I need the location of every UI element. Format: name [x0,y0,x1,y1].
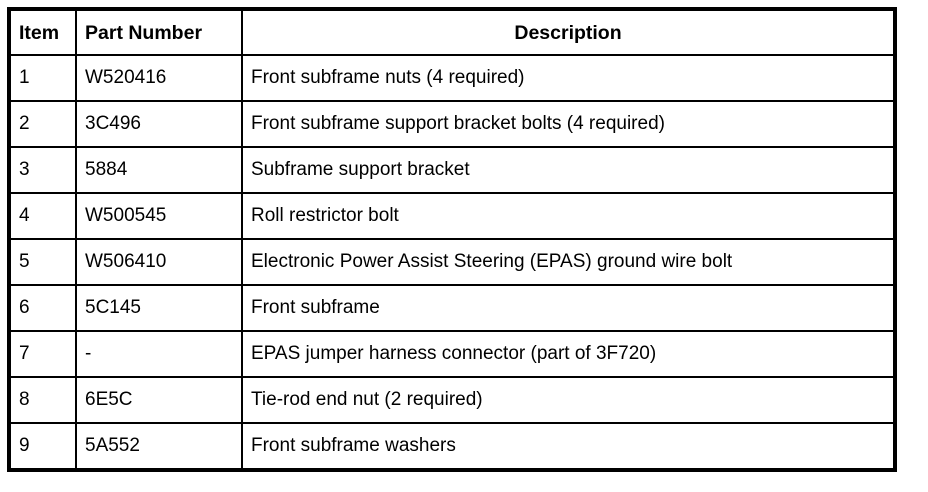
table-row: 1 W520416 Front subframe nuts (4 require… [8,54,896,102]
cell-part-number: 6E5C [75,376,243,424]
table-row: 4 W500545 Roll restrictor bolt [8,192,896,240]
table-header: Item Part Number Description [8,8,896,56]
cell-description: EPAS jumper harness connector (part of 3… [241,330,896,378]
cell-item: 9 [8,422,77,471]
column-header-part-number: Part Number [75,8,243,56]
table-row: 5 W506410 Electronic Power Assist Steeri… [8,238,896,286]
cell-part-number: - [75,330,243,378]
table-row: 6 5C145 Front subframe [8,284,896,332]
table-row: 2 3C496 Front subframe support bracket b… [8,100,896,148]
table-row: 3 5884 Subframe support bracket [8,146,896,194]
cell-item: 1 [8,54,77,102]
column-header-item: Item [8,8,77,56]
table-row: 8 6E5C Tie-rod end nut (2 required) [8,376,896,424]
table-header-row: Item Part Number Description [8,8,896,56]
cell-item: 8 [8,376,77,424]
cell-item: 4 [8,192,77,240]
cell-item: 3 [8,146,77,194]
cell-part-number: W506410 [75,238,243,286]
table-row: 7 - EPAS jumper harness connector (part … [8,330,896,378]
table-body: 1 W520416 Front subframe nuts (4 require… [8,54,896,471]
cell-part-number: W520416 [75,54,243,102]
cell-description: Roll restrictor bolt [241,192,896,240]
cell-description: Front subframe washers [241,422,896,471]
column-header-description: Description [241,8,896,56]
cell-description: Tie-rod end nut (2 required) [241,376,896,424]
cell-description: Front subframe support bracket bolts (4 … [241,100,896,148]
cell-part-number: 5A552 [75,422,243,471]
cell-item: 6 [8,284,77,332]
cell-description: Electronic Power Assist Steering (EPAS) … [241,238,896,286]
cell-part-number: W500545 [75,192,243,240]
cell-item: 2 [8,100,77,148]
cell-description: Front subframe [241,284,896,332]
cell-part-number: 5C145 [75,284,243,332]
cell-description: Front subframe nuts (4 required) [241,54,896,102]
cell-item: 5 [8,238,77,286]
parts-list-table: Item Part Number Description 1 W520416 F… [7,7,897,472]
cell-part-number: 5884 [75,146,243,194]
cell-part-number: 3C496 [75,100,243,148]
cell-description: Subframe support bracket [241,146,896,194]
table-row: 9 5A552 Front subframe washers [8,422,896,471]
cell-item: 7 [8,330,77,378]
